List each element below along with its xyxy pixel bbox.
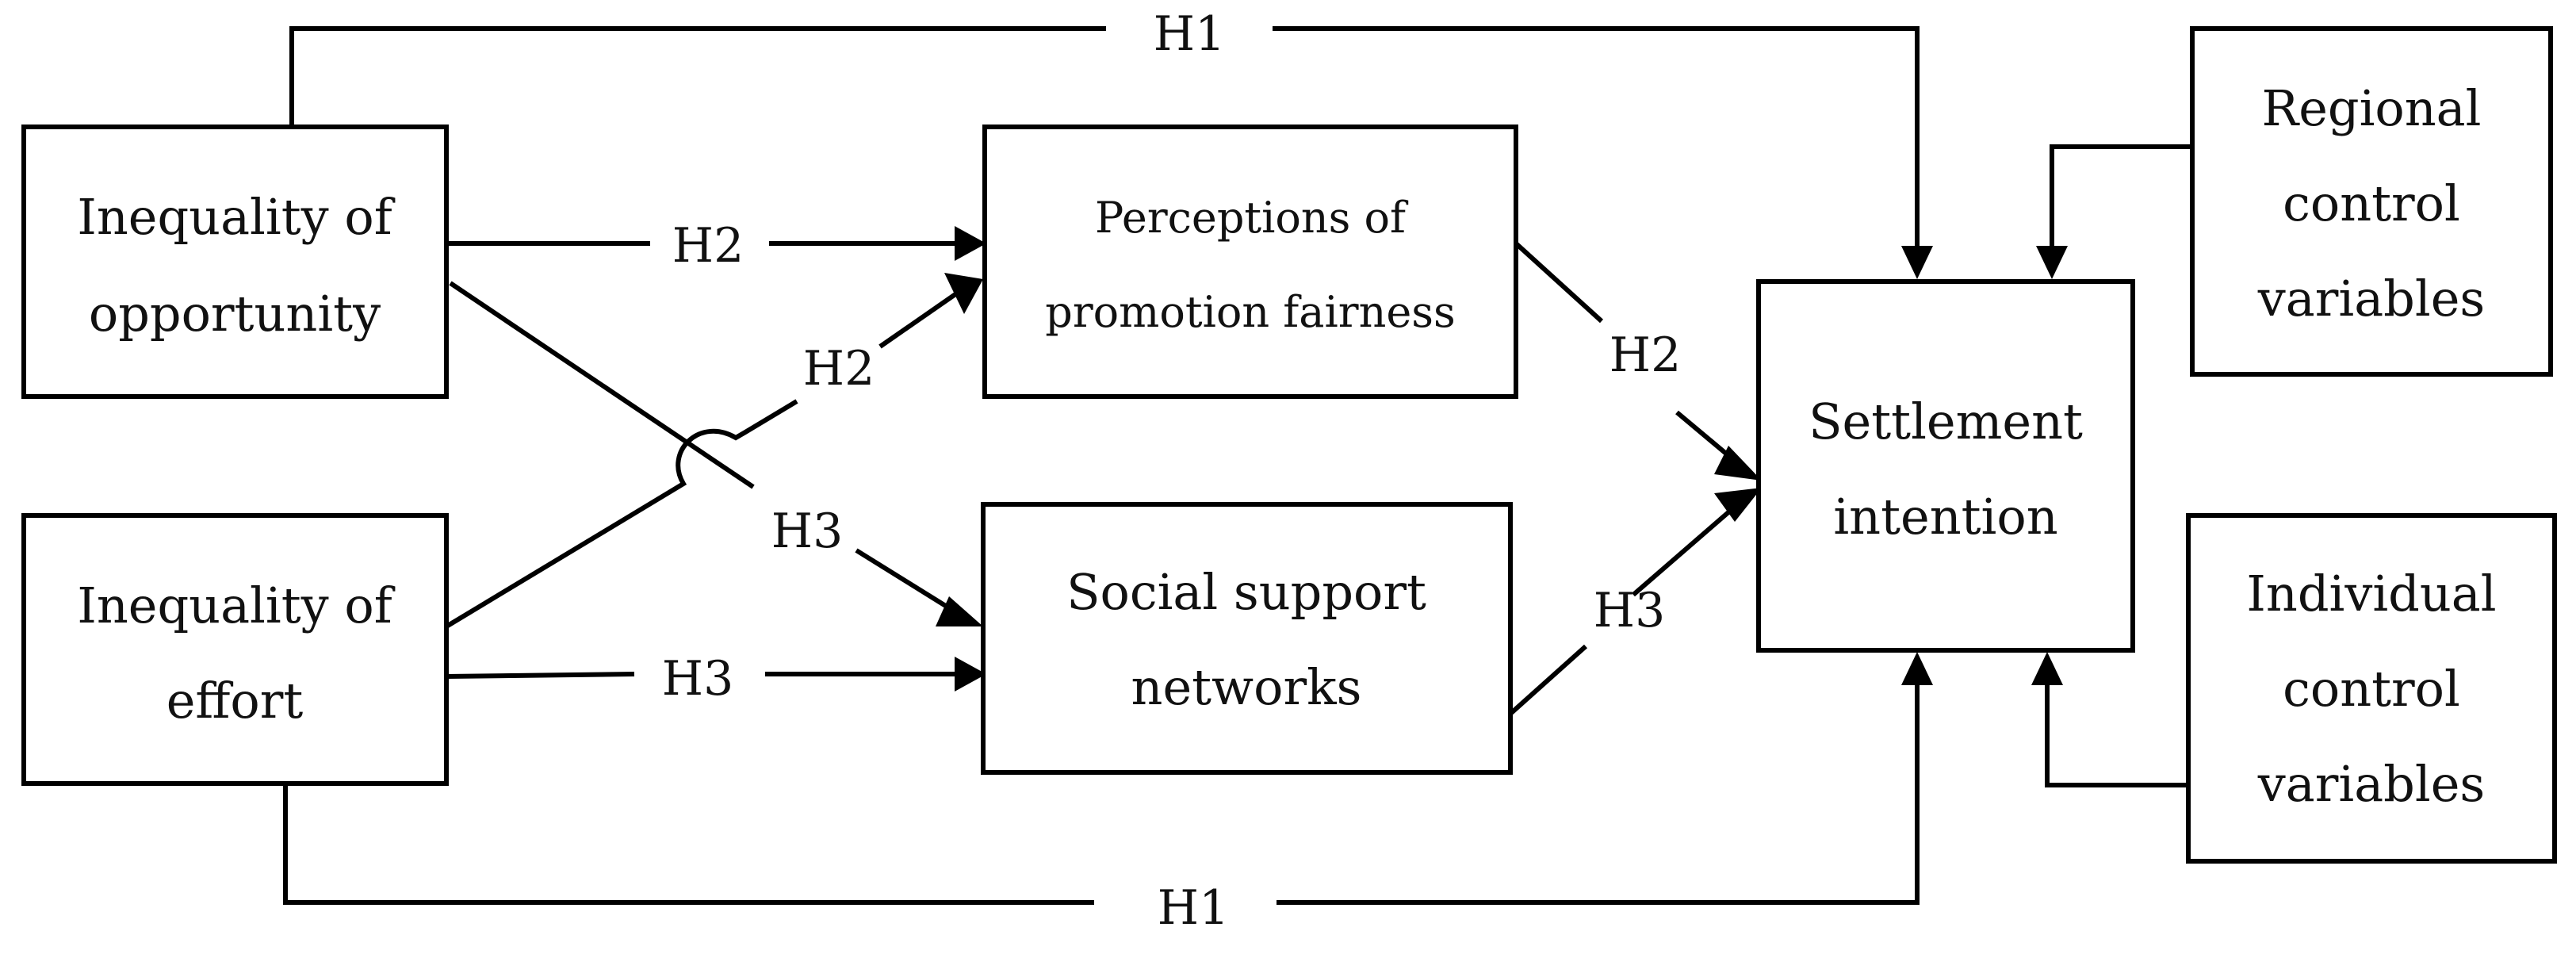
- edge-label-h2-perceptions: H2: [1610, 328, 1682, 383]
- arrowhead-h1-bottom: [1901, 652, 1933, 685]
- edge-h3-social-upper: [1632, 500, 1742, 597]
- node-regional-control-variables: Regional control variables: [2190, 26, 2553, 377]
- node-inequality-of-effort: Inequality of effort: [21, 513, 449, 786]
- arrowhead-h3-effort: [955, 657, 986, 692]
- node-label-line1: Regional: [2262, 79, 2482, 137]
- edge-label-h1-top: H1: [1154, 6, 1226, 62]
- edge-h2-effort-upper: [878, 290, 959, 349]
- edge-h3-social-lower: [1508, 644, 1588, 716]
- edge-h2-perc-upper: [1514, 241, 1604, 324]
- node-settlement-intention: Settlement intention: [1756, 279, 2135, 653]
- node-label-line3: variables: [2257, 270, 2485, 328]
- node-label-line2: opportunity: [89, 285, 381, 343]
- node-perceptions-of-promotion-fairness: Perceptions of promotion fairness: [982, 125, 1518, 399]
- node-label-line1: Settlement: [1809, 393, 2083, 450]
- edge-h1-top-right: [1273, 26, 1920, 252]
- arrowhead-h3-opp: [936, 596, 983, 626]
- edge-h3-opp-lower: [855, 548, 963, 618]
- edge-individual-controls: [2045, 679, 2188, 787]
- node-label-line2: effort: [167, 672, 304, 730]
- edge-h2-effort: [445, 399, 798, 629]
- node-label-line3: variables: [2257, 755, 2485, 813]
- node-label-line1: Inequality of: [77, 577, 395, 634]
- arrowhead-h2-opp: [955, 226, 986, 261]
- edge-regional-controls: [2050, 144, 2192, 252]
- node-label-line2: control: [2283, 174, 2460, 232]
- node-label-line1: Inequality of: [77, 188, 395, 246]
- node-label-line1: Perceptions of: [1095, 193, 1409, 243]
- node-label-line1: Social support: [1066, 563, 1426, 621]
- node-inequality-of-opportunity: Inequality of opportunity: [21, 125, 449, 399]
- edge-h3-effort-left: [446, 672, 635, 679]
- arrowhead-h3-social: [1714, 488, 1762, 522]
- arrowhead-h2-perc: [1714, 446, 1762, 481]
- edge-h1-bottom-right: [1277, 679, 1920, 905]
- arrowhead-h2-effort: [944, 273, 983, 314]
- node-label-line2: control: [2283, 660, 2460, 718]
- arrowhead-regional-controls: [2036, 246, 2068, 279]
- edge-label-h1-bottom: H1: [1158, 880, 1230, 936]
- node-label-line1: Individual: [2246, 565, 2496, 623]
- edge-h1-top-left: [289, 26, 1106, 127]
- edge-label-h3-effort: H3: [662, 651, 734, 707]
- edge-label-h2-effort: H2: [803, 341, 875, 397]
- arrowhead-h1-top: [1901, 246, 1933, 279]
- node-individual-control-variables: Individual control variables: [2186, 513, 2557, 864]
- edge-h1-bottom-left: [283, 784, 1094, 905]
- node-label-line2: intention: [1833, 488, 2057, 546]
- edge-label-h2-opportunity: H2: [672, 218, 744, 274]
- arrowhead-individual-controls: [2031, 652, 2063, 685]
- edge-h3-opp-upper: [449, 281, 755, 489]
- node-social-support-networks: Social support networks: [981, 502, 1513, 775]
- node-label-line2: networks: [1131, 658, 1362, 716]
- node-label-line2: promotion fairness: [1045, 287, 1455, 337]
- edge-label-h3-opportunity: H3: [771, 504, 844, 559]
- edge-label-h3-social: H3: [1594, 583, 1666, 638]
